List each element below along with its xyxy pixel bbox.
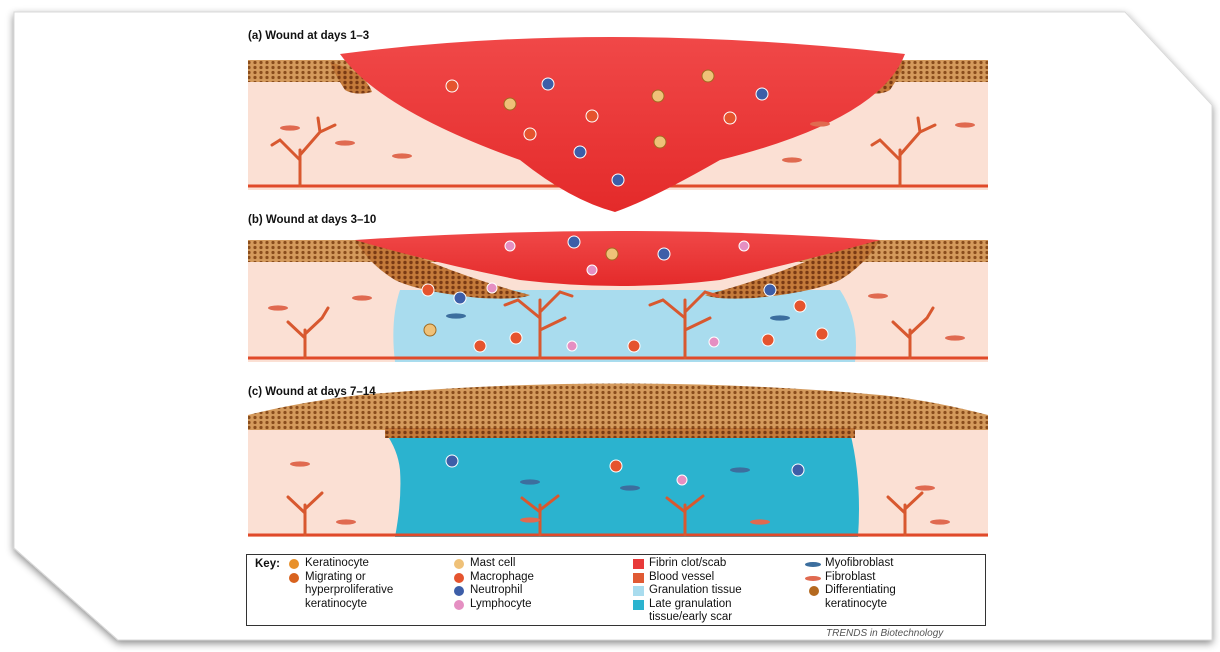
key-item: Fibroblast	[807, 571, 896, 585]
key-swatch-icon	[633, 586, 644, 596]
panel-a-label: (a) Wound at days 1–3	[248, 30, 369, 42]
key-item: Myofibroblast	[807, 557, 896, 571]
key-item-label: Myofibroblast	[825, 557, 896, 571]
key-item-label: hyperproliferative	[305, 584, 393, 598]
key-item-label: Macrophage	[470, 571, 534, 585]
late-granulation-tissue-c	[385, 432, 859, 537]
key-item-label: Keratinocyte	[305, 557, 393, 571]
new-epidermis-base-c	[385, 428, 855, 438]
key-item: Fibrin clot/scab	[631, 557, 742, 571]
key-item-label: Granulation tissue	[649, 584, 742, 598]
panel-b-label: (b) Wound at days 3–10	[248, 214, 376, 226]
key-swatch-icon	[454, 573, 464, 583]
key-item-label: tissue/early scar	[649, 611, 742, 625]
source-credit: TRENDS in Biotechnology	[826, 628, 943, 639]
key-item: Keratinocyte	[287, 557, 393, 571]
panel-c-label: (c) Wound at days 7–14	[248, 386, 376, 398]
key-item-label: Neutrophil	[470, 584, 534, 598]
key-swatch-icon	[805, 562, 821, 567]
key-item-label: Fibrin clot/scab	[649, 557, 742, 571]
key-item: Granulation tissue	[631, 584, 742, 598]
key-item-label: Mast cell	[470, 557, 534, 571]
key-item-label: Differentiating	[825, 584, 896, 598]
key-item: Neutrophil	[452, 584, 534, 598]
key-swatch-icon	[454, 600, 464, 610]
key-item: Mast cell	[452, 557, 534, 571]
key-swatch-icon	[454, 586, 464, 596]
key-swatch-icon	[289, 573, 299, 583]
key-item-label: keratinocyte	[825, 598, 896, 612]
key-item: Lymphocyte	[452, 598, 534, 612]
key-swatch-icon	[805, 576, 821, 581]
key-item-label: Late granulation	[649, 598, 742, 612]
key-title: Key:	[255, 558, 280, 570]
key-item-label: Migrating or	[305, 571, 393, 585]
key-item-label: Lymphocyte	[470, 598, 534, 612]
key-item-label: Fibroblast	[825, 571, 896, 585]
key-item: Blood vessel	[631, 571, 742, 585]
key-swatch-icon	[633, 573, 644, 583]
key-item: Macrophage	[452, 571, 534, 585]
key-swatch-icon	[289, 559, 299, 569]
key-swatch-icon	[633, 600, 644, 610]
key-item-label: keratinocyte	[305, 598, 393, 612]
key-swatch-icon	[454, 559, 464, 569]
key-swatch-icon	[633, 559, 644, 569]
key-item-label: Blood vessel	[649, 571, 742, 585]
key-swatch-icon	[809, 586, 819, 596]
